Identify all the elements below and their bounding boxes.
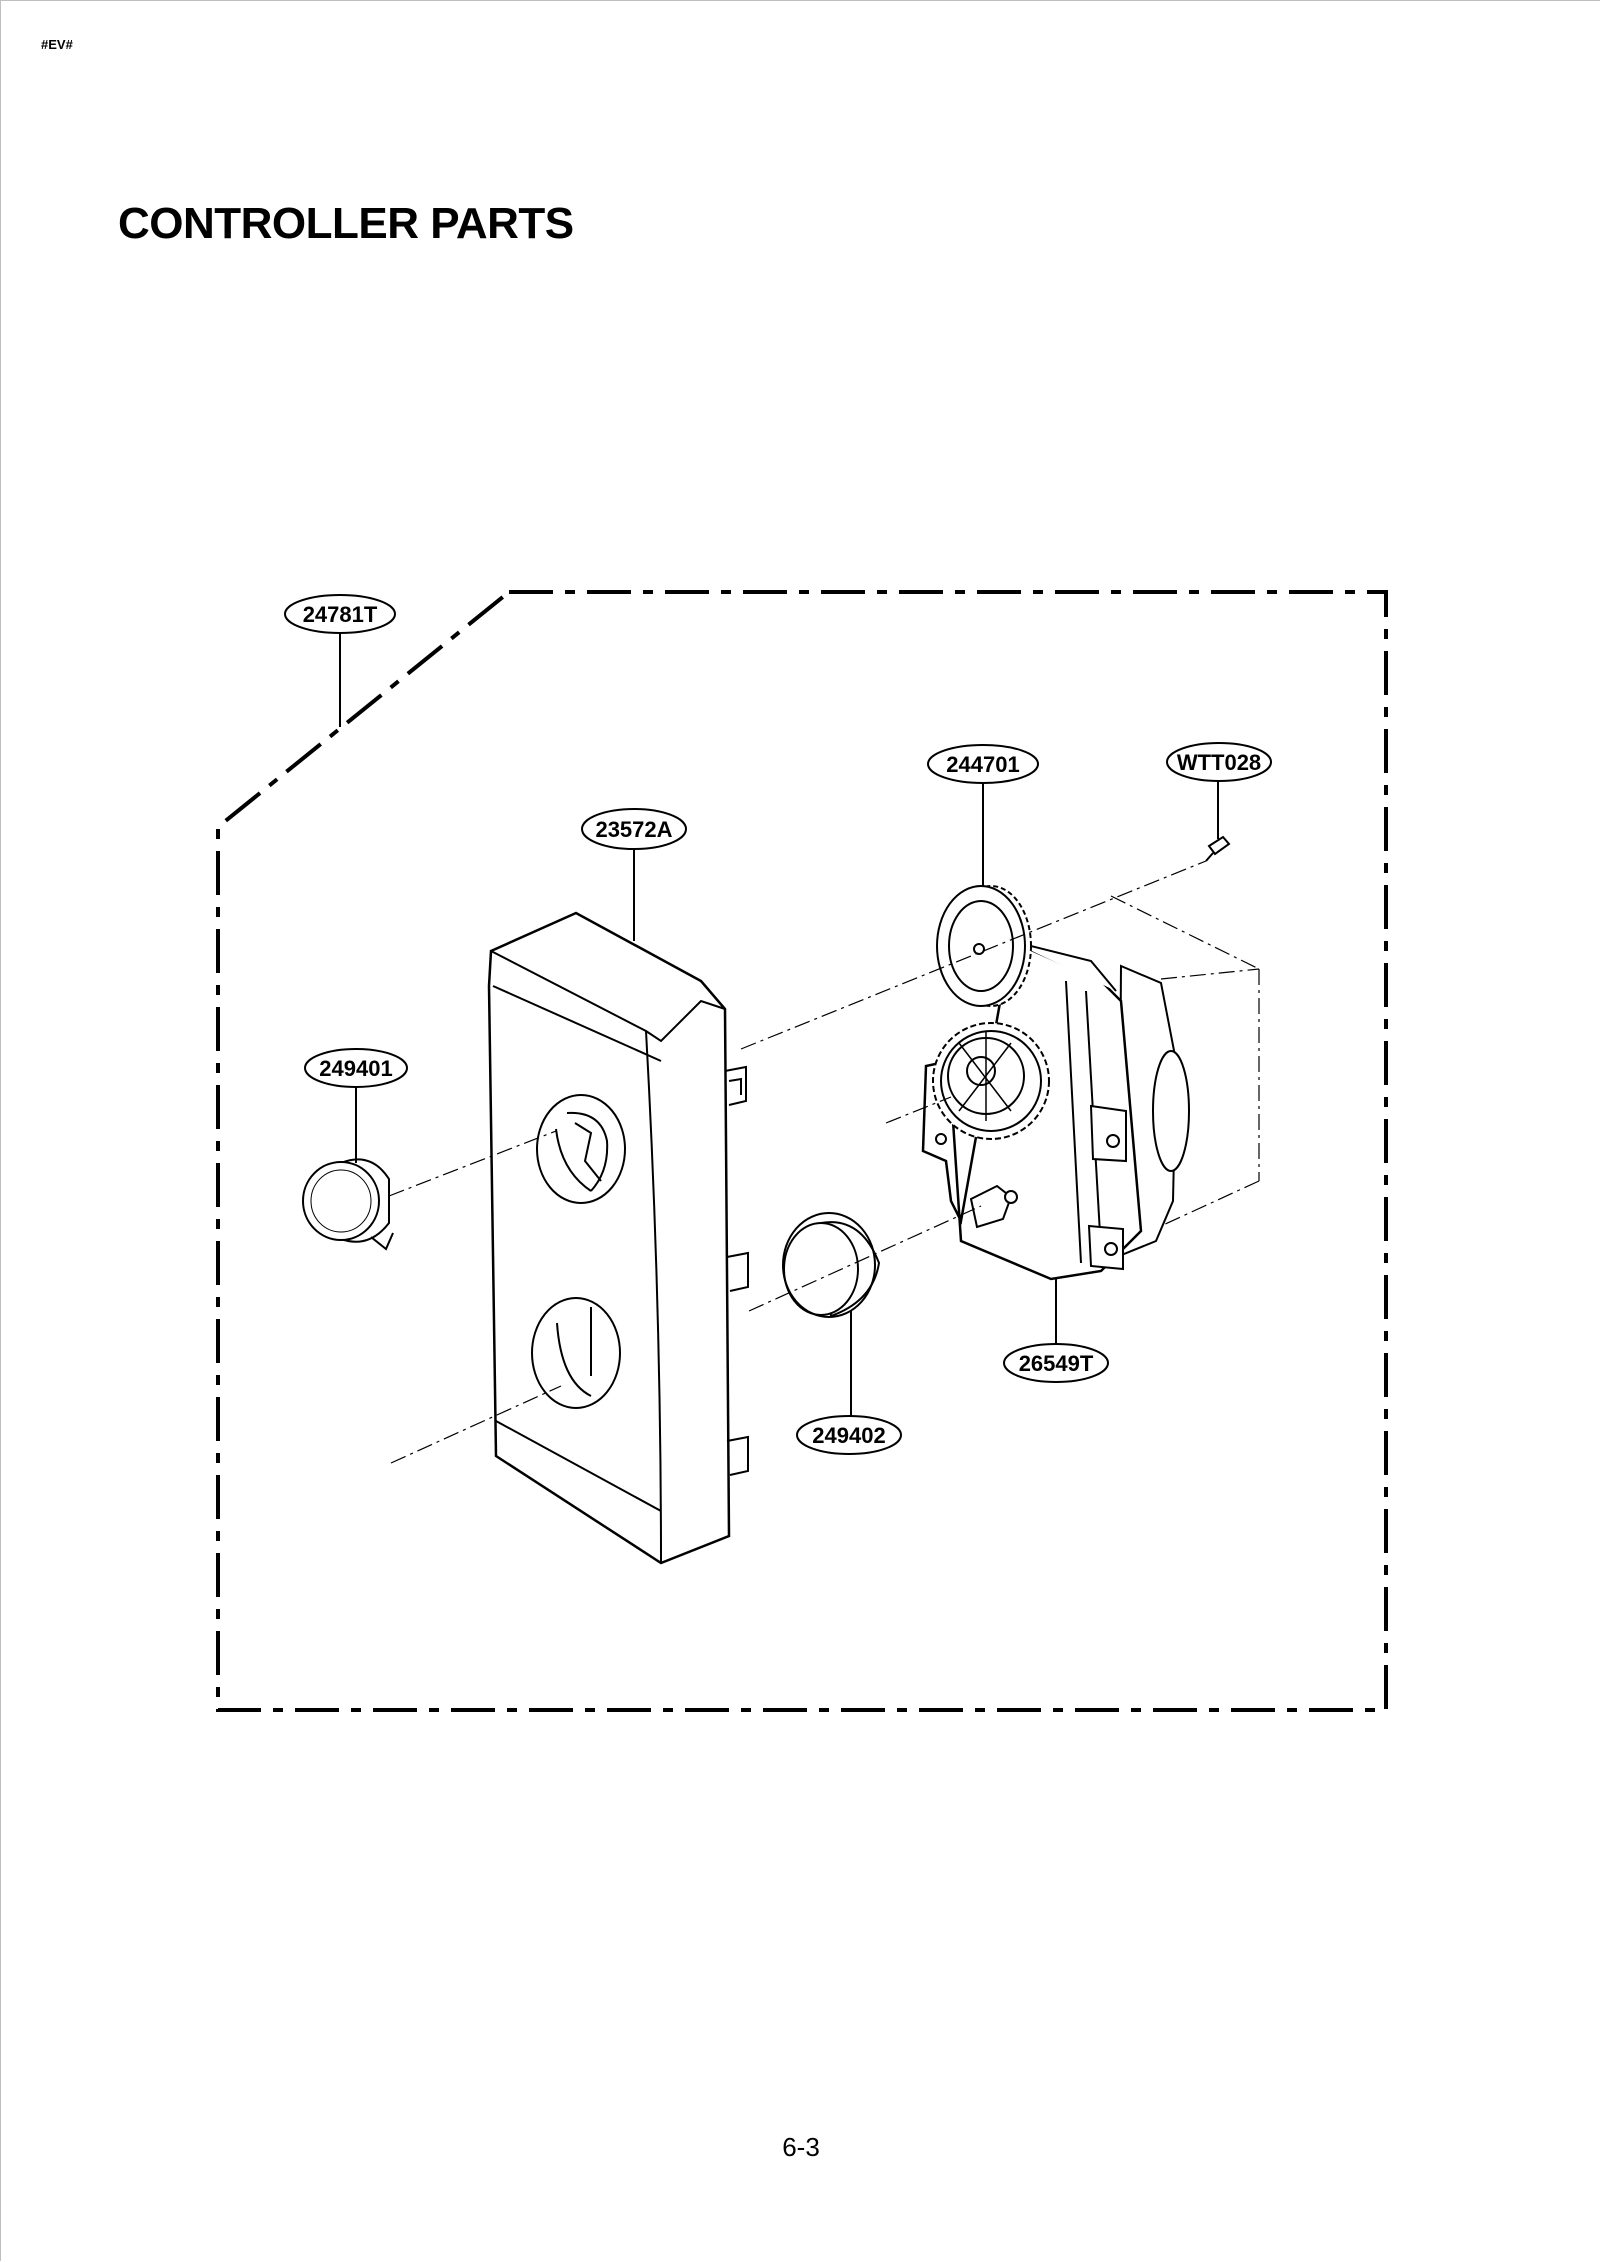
right-knob-drawing xyxy=(782,1212,881,1318)
callout-WTT028: WTT028 xyxy=(1166,742,1272,782)
part-label: 23572A xyxy=(595,817,672,842)
assembly-boundary xyxy=(216,590,1388,1712)
page-number: 6-3 xyxy=(782,2132,820,2162)
part-label: 26549T xyxy=(1019,1351,1094,1376)
part-label: 249402 xyxy=(812,1423,885,1448)
header-code: #EV# xyxy=(41,37,73,52)
part-label: 24781T xyxy=(303,602,378,627)
part-label: 244701 xyxy=(946,752,1019,777)
cam-gear-drawing xyxy=(936,885,1032,1007)
part-label: WTT028 xyxy=(1177,750,1261,775)
body-gear-drawing xyxy=(932,1022,1050,1140)
callout-249402: 249402 xyxy=(796,1415,902,1455)
part-label: 249401 xyxy=(319,1056,392,1081)
page-title: CONTROLLER PARTS xyxy=(118,199,574,248)
callout-26549T: 26549T xyxy=(1003,1343,1109,1383)
callout-244701: 244701 xyxy=(927,744,1039,784)
callout-24781T: 24781T xyxy=(284,594,396,634)
alignment-lines xyxy=(388,860,1260,1464)
left-knob-drawing xyxy=(302,1158,394,1251)
screw-drawing xyxy=(1205,835,1231,862)
callout-249401: 249401 xyxy=(304,1048,408,1088)
callout-23572A: 23572A xyxy=(581,808,687,850)
leader-lines xyxy=(339,633,1219,1416)
control-panel-drawing xyxy=(487,911,749,1565)
